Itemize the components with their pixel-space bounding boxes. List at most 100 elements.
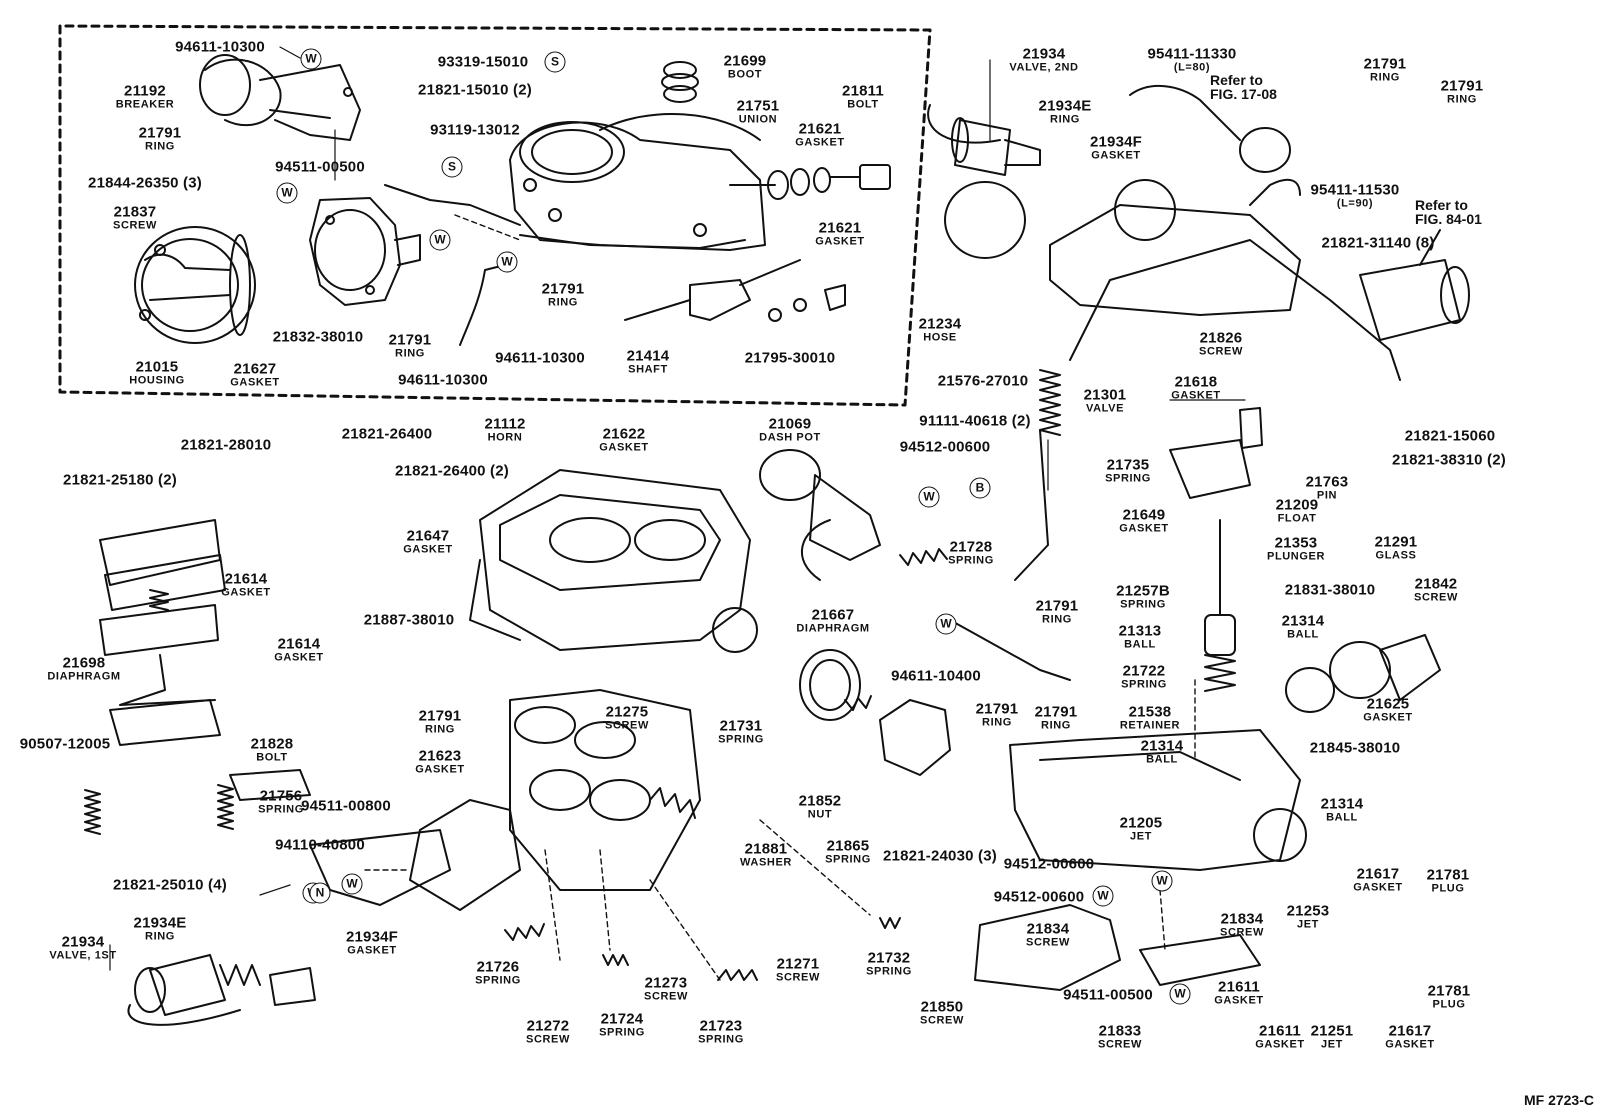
part-name: SPRING	[718, 733, 764, 746]
part-name: SCREW	[1414, 591, 1458, 604]
part-name: GASKET	[230, 376, 280, 389]
part-name: GASKET	[1385, 1038, 1435, 1051]
part-number: 21314	[1140, 737, 1184, 755]
part-number: 21253	[1286, 902, 1330, 920]
part-number: 21832-38010	[272, 328, 364, 346]
part-number: 21842	[1414, 575, 1458, 593]
part-name: NUT	[807, 808, 833, 821]
accelerator-pump-part	[1204, 519, 1236, 692]
part-name: GASKET	[403, 543, 453, 556]
boot-part	[661, 61, 699, 103]
fastener-mark-w: W	[1169, 983, 1191, 1005]
fastener-mark-b: B	[969, 477, 991, 499]
part-name: GASKET	[1091, 149, 1141, 162]
part-callout: 21845-38010	[1310, 741, 1401, 756]
part-number: 21614	[224, 570, 268, 588]
part-number: 21811	[842, 82, 884, 100]
part-number: 94512-00600	[1003, 855, 1095, 873]
throttle-body-part	[409, 689, 701, 911]
spring-756	[217, 784, 234, 830]
part-number: 95411-11330	[1147, 45, 1237, 63]
part-name: BALL	[1146, 753, 1178, 766]
fastener-mark-w: W	[300, 48, 322, 70]
part-number: 21837	[113, 203, 157, 221]
part-name: PIN	[1316, 489, 1338, 502]
part-name: SHAFT	[628, 363, 668, 376]
part-number: 21728	[949, 538, 993, 556]
part-number: 21751	[736, 97, 780, 115]
part-number: 21821-25010 (4)	[113, 876, 227, 894]
part-name: RING	[982, 716, 1012, 729]
part-number: 21934F	[1089, 133, 1143, 151]
sight-glass-part	[1285, 634, 1441, 713]
part-name: SCREW	[776, 971, 820, 984]
part-callout: 94611-10400	[891, 669, 981, 684]
part-number: 21791	[541, 280, 585, 298]
part-number: 21791	[388, 331, 432, 349]
part-name: (L=90)	[1336, 197, 1374, 210]
part-name: JET	[1297, 918, 1319, 931]
part-number: 21834	[1220, 910, 1264, 928]
part-name: BALL	[1287, 628, 1319, 641]
diaphragm-housing-part	[879, 699, 951, 776]
part-number: 21272	[526, 1017, 570, 1035]
rod-791	[949, 619, 1071, 681]
part-number: 21538	[1128, 703, 1172, 721]
fuel-hose-part	[1129, 84, 1301, 206]
part-number: 94611-10300	[398, 371, 488, 389]
breaker-part	[199, 54, 361, 141]
part-name: GASKET	[599, 441, 649, 454]
part-callout: 21831-38010	[1285, 583, 1376, 598]
part-number: 21192	[124, 82, 166, 100]
part-callout: 21821-28010	[181, 438, 272, 453]
part-number: 21845-38010	[1309, 739, 1401, 757]
part-name: BALL	[1124, 638, 1156, 651]
part-number: 21791	[1440, 77, 1484, 95]
part-name: SPRING	[698, 1033, 744, 1046]
part-number: 21833	[1098, 1022, 1142, 1040]
part-number: 21791	[975, 700, 1019, 718]
fastener-mark-w: W	[341, 873, 363, 895]
part-callout: 94512-00600	[994, 890, 1085, 905]
part-callout: 21821-38310 (2)	[1392, 453, 1506, 468]
part-number: 21722	[1122, 662, 1166, 680]
part-name: BOLT	[256, 751, 288, 764]
part-number: 21850	[920, 998, 964, 1016]
part-callout: 21821-15010 (2)	[418, 83, 532, 98]
part-number: 21234	[918, 315, 962, 333]
part-number: 21934	[61, 933, 105, 951]
part-number: 21821-26400	[341, 425, 433, 443]
part-name: VALVE, 2ND	[1009, 61, 1079, 74]
part-number: 21821-15060	[1404, 427, 1496, 445]
part-number: 21698	[62, 654, 106, 672]
part-name: SPRING	[1121, 678, 1167, 691]
fastener-mark-w: W	[1151, 870, 1173, 892]
